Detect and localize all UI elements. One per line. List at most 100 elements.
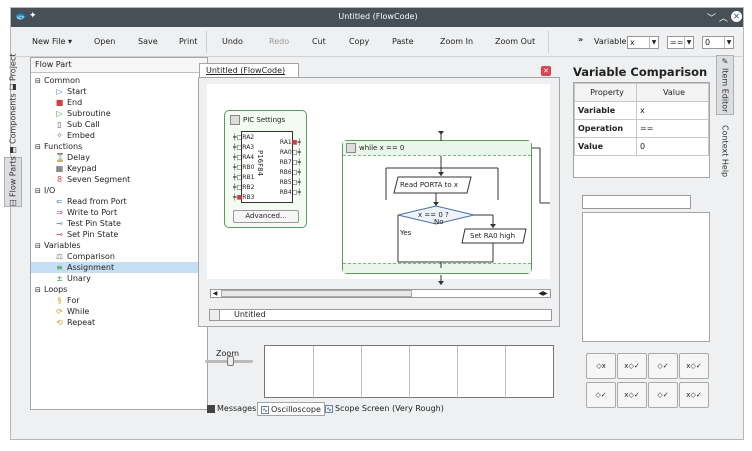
tree-item-subroutine[interactable]: ▷Subroutine (31, 108, 207, 119)
pin-rb3[interactable]: ┿■RB3 (233, 194, 254, 202)
pin-rb5[interactable]: RB5□┿ (280, 179, 301, 187)
cut-button[interactable]: Cut (312, 37, 326, 46)
tab-oscilloscope[interactable]: ∿Oscilloscope (257, 402, 325, 416)
maximize-icon[interactable]: ︿ (719, 11, 728, 24)
pin-ra4[interactable]: ┿□RA4 (233, 154, 254, 162)
tab-project[interactable]: ◧Project (4, 55, 22, 91)
pin-rb6[interactable]: RB6□┿ (280, 169, 301, 177)
undo-button[interactable]: Undo (222, 37, 243, 46)
pin-rb0[interactable]: ┿□RB0 (233, 164, 254, 172)
pin-rb4[interactable]: RB4□┿ (280, 189, 301, 197)
compare-value-combo[interactable]: 0▼ (702, 36, 734, 49)
tree-category-functions[interactable]: ⊟Functions (31, 141, 207, 152)
set-ra0-label[interactable]: Set RA0 high (470, 232, 515, 240)
tree-item-delay[interactable]: ⌛Delay (31, 152, 207, 163)
flow-branch-button-5[interactable]: ◇✓ (586, 382, 616, 408)
flow-branch-button-3[interactable]: ◇✓ (648, 353, 678, 379)
operator-combo[interactable]: ==▼ (667, 36, 694, 49)
tab-flow-parts[interactable]: ◫Flow Parts (4, 157, 22, 207)
redo-button[interactable]: Redo (269, 37, 289, 46)
tree-category-io[interactable]: ⊟I/O (31, 185, 207, 196)
while-loop-block[interactable]: while x == 0 (342, 140, 532, 274)
pin-ra1[interactable]: RA1■┿ (280, 139, 301, 147)
tree-category-loops[interactable]: ⊟Loops (31, 284, 207, 295)
property-value[interactable]: 0 (637, 138, 709, 156)
tree-item-assignment[interactable]: ≡Assignment (31, 262, 207, 273)
tree-category-common[interactable]: ⊟Common (31, 75, 207, 86)
table-row[interactable]: Operation == (575, 120, 709, 138)
tree-category-variables[interactable]: ⊟Variables (31, 240, 207, 251)
scroll-left-icon[interactable]: ◀ (211, 290, 219, 297)
pin-ra3[interactable]: ┿□RA3 (233, 144, 254, 152)
tree-item-sub-call[interactable]: ▯Sub Call (31, 119, 207, 130)
pin-rb2[interactable]: ┿□RB2 (233, 184, 254, 192)
context-list[interactable] (582, 212, 710, 342)
paste-button[interactable]: Paste (392, 37, 414, 46)
tree-item-comparison[interactable]: ⚖Comparison (31, 251, 207, 262)
tree-item-start[interactable]: ▷Start (31, 86, 207, 97)
flow-part-tree[interactable]: ⊟Common ▷Start ■End ▷Subroutine ▯Sub Cal… (31, 73, 207, 328)
tab-context-help[interactable]: Context Help (716, 123, 734, 179)
tree-item-keypad[interactable]: ▦Keypad (31, 163, 207, 174)
tree-item-write-to-port[interactable]: ⇒Write to Port (31, 207, 207, 218)
tree-item-embed[interactable]: ✧Embed (31, 130, 207, 141)
pin-rb1[interactable]: ┿□RB1 (233, 174, 254, 182)
pin-rb7[interactable]: RB7□┿ (280, 159, 301, 167)
close-window-icon[interactable]: ✕ (731, 11, 742, 22)
property-value[interactable]: x (637, 102, 709, 120)
print-button[interactable]: Print (179, 37, 197, 46)
tree-item-set-pin-state[interactable]: ⊸Set Pin State (31, 229, 207, 240)
flow-branch-button-7[interactable]: ◇✓ (648, 382, 678, 408)
scrollbar-thumb[interactable] (221, 290, 412, 297)
tree-item-while[interactable]: ⟳While (31, 306, 207, 317)
scroll-right-icon[interactable]: ◀▶ (536, 290, 550, 297)
pin-ra2[interactable]: ┿□RA2 (233, 134, 254, 142)
oscilloscope-display[interactable] (264, 345, 554, 398)
save-button[interactable]: Save (138, 37, 158, 46)
table-row[interactable]: Value 0 (575, 138, 709, 156)
pic-settings-box[interactable]: PIC Settings P16F84 ┿□RA2 ┿□RA3 ┿□RA4 ┿□… (224, 110, 307, 228)
while-toggle[interactable] (346, 143, 356, 153)
untitled-toggle[interactable] (210, 310, 220, 320)
close-document-icon[interactable]: ✕ (541, 66, 551, 76)
flow-branch-button-6[interactable]: x◇✓ (617, 382, 647, 408)
untitled-field[interactable]: Untitled (209, 309, 552, 321)
zoom-in-button[interactable]: Zoom In (440, 37, 473, 46)
advanced-button[interactable]: Advanced... (233, 210, 299, 223)
zoom-slider-handle[interactable] (227, 356, 234, 366)
tab-components[interactable]: ◨Components (4, 95, 22, 153)
tree-item-test-pin-state[interactable]: ⊸Test Pin State (31, 218, 207, 229)
context-input[interactable] (582, 195, 691, 209)
open-button[interactable]: Open (94, 37, 115, 46)
decision-no-label: No (434, 218, 444, 226)
tab-messages[interactable]: Messages (207, 402, 256, 416)
tree-item-repeat[interactable]: ⟲Repeat (31, 317, 207, 328)
new-file-button[interactable]: New File ▾ (32, 37, 72, 46)
tree-item-unary[interactable]: ±Unary (31, 273, 207, 284)
tab-item-editor[interactable]: ✎Item Editor (716, 55, 734, 115)
zoom-slider[interactable] (205, 360, 253, 363)
toolbar-overflow-icon[interactable]: » (578, 35, 583, 44)
flow-branch-button-2[interactable]: x◇✓ (617, 353, 647, 379)
copy-button[interactable]: Copy (349, 37, 369, 46)
pin-ra0[interactable]: RA0□┿ (280, 149, 301, 157)
title-bar[interactable]: 🐟 ✦ Untitled (FlowCode) ﹀ ︿ ✕ (11, 8, 744, 27)
zoom-out-button[interactable]: Zoom Out (495, 37, 535, 46)
read-porta-label[interactable]: Read PORTA to x (400, 181, 458, 189)
flow-branch-button-8[interactable]: x◇✓ (679, 382, 709, 408)
tree-item-seven-segment[interactable]: 8Seven Segment (31, 174, 207, 185)
property-value[interactable]: == (637, 120, 709, 138)
flow-branch-button-1[interactable]: ◇x (586, 353, 616, 379)
tree-item-end[interactable]: ■End (31, 97, 207, 108)
tree-item-for[interactable]: §For (31, 295, 207, 306)
tab-scope-screen[interactable]: ∿Scope Screen (Very Rough) (325, 402, 444, 416)
table-row[interactable]: Variable x (575, 102, 709, 120)
flow-branch-button-4[interactable]: x◇✓ (679, 353, 709, 379)
pic-settings-toggle[interactable] (230, 115, 240, 125)
minimize-icon[interactable]: ﹀ (707, 11, 716, 24)
unary-icon: ± (55, 274, 64, 283)
document-tab[interactable]: Untitled (FlowCode) (199, 63, 299, 77)
horizontal-scrollbar[interactable]: ◀ ◀▶ (210, 289, 551, 298)
tree-item-read-from-port[interactable]: ⇐Read from Port (31, 196, 207, 207)
variable-combo[interactable]: x▼ (627, 36, 659, 49)
